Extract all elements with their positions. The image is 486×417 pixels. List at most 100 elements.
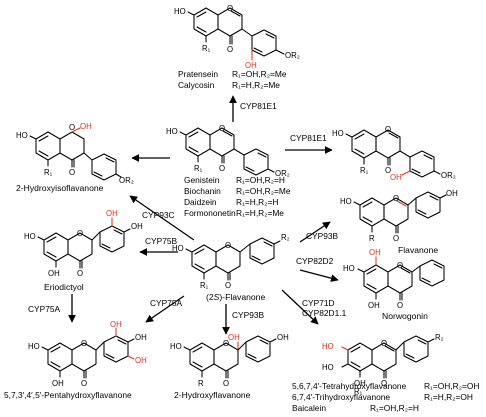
reaction-arrow bbox=[299, 269, 339, 282]
atom-label: O bbox=[225, 281, 231, 290]
enzyme-label: CYP93C bbox=[142, 210, 175, 220]
atom-label-red: OH bbox=[80, 122, 92, 131]
atom-label: R₁ bbox=[194, 164, 203, 173]
atom-label: O bbox=[225, 241, 231, 250]
atom-label: HO bbox=[28, 342, 40, 351]
atom-label: O bbox=[381, 339, 387, 348]
compound-subs: R₁=H,R₂=OH bbox=[424, 392, 473, 402]
atom-label: O bbox=[227, 4, 233, 13]
atom-label: R bbox=[369, 234, 375, 243]
compound-name: 2-Hydroxyflavanone bbox=[174, 390, 251, 400]
atom-label: OH bbox=[446, 189, 458, 198]
compound-subs: R₁=OH,R₂=H bbox=[236, 175, 285, 185]
enzyme-label: CYP71D bbox=[302, 298, 335, 308]
structure-pratensein bbox=[187, 7, 285, 61]
atom-label: OR₂ bbox=[119, 176, 134, 185]
structure-pentahydroxyflavanone bbox=[41, 327, 135, 379]
compound-subs: R₁=OH,R₂=H bbox=[370, 403, 419, 413]
compound-subs: R₁=H,R₂=Me bbox=[232, 80, 280, 90]
atom-label: OH bbox=[277, 333, 289, 342]
compound-name: Genistein bbox=[184, 175, 220, 185]
atom-label: HO bbox=[16, 131, 28, 140]
enzyme-label: CYP75A bbox=[150, 298, 183, 308]
atom-label: R bbox=[198, 379, 204, 388]
compound-name: Calycosin bbox=[178, 80, 215, 90]
atom-label: HO bbox=[170, 342, 182, 351]
structure-2-hydroxyisoflavanone bbox=[29, 127, 122, 181]
atom-label: OH bbox=[368, 301, 380, 310]
compound-name: 5,7,3′,4′,5′-Pentahydroxyflavanone bbox=[4, 390, 132, 400]
atom-label: O bbox=[397, 301, 403, 310]
compound-name: 6,7,4′-Trihydroxyflavanone bbox=[292, 392, 390, 402]
atom-label-red: OH bbox=[110, 320, 122, 329]
atom-label: OH bbox=[354, 379, 366, 388]
enzyme-label: CYP93B bbox=[306, 231, 339, 241]
atom-label: OH bbox=[135, 333, 147, 342]
structure-2-hydroxyflavanone bbox=[183, 335, 277, 379]
atom-label: O bbox=[385, 166, 391, 175]
enzyme-label: CYP75A bbox=[28, 304, 61, 314]
atom-label: O bbox=[393, 234, 399, 243]
compound-subs: R₁=H,R₂=H bbox=[236, 197, 278, 207]
atom-label: HO bbox=[166, 127, 178, 136]
compound-subs: R₁=H,R₂=Me bbox=[236, 208, 284, 218]
compound-name: Formononetin bbox=[184, 208, 236, 218]
reaction-arrow bbox=[281, 289, 319, 325]
atom-label: OH bbox=[48, 269, 60, 278]
atom-label: OR₂ bbox=[275, 169, 290, 178]
atom-label: O bbox=[81, 379, 87, 388]
compound-name: Flavanone bbox=[398, 245, 438, 255]
atom-label: OR₂ bbox=[285, 51, 300, 60]
atom-label-red: OH bbox=[245, 61, 257, 70]
enzyme-label: CYP82D1.1 bbox=[302, 308, 347, 318]
structure-norwogonin bbox=[357, 256, 445, 301]
reaction-arrow bbox=[145, 295, 185, 323]
atom-label: O bbox=[223, 379, 229, 388]
atom-label: HO bbox=[174, 7, 186, 16]
atom-label: O bbox=[385, 125, 391, 134]
enzyme-label: CYP93B bbox=[232, 310, 265, 320]
atom-label: OR₂ bbox=[441, 171, 456, 180]
atom-label: O bbox=[381, 379, 387, 388]
atom-label: O bbox=[69, 123, 75, 132]
atom-label: R₁ bbox=[360, 166, 369, 175]
atom-label: O bbox=[219, 124, 225, 133]
atom-label: R₁ bbox=[200, 281, 209, 290]
reaction-arrow bbox=[129, 195, 195, 241]
structure-flavanone-product bbox=[353, 191, 447, 234]
atom-label: O bbox=[77, 269, 83, 278]
atom-label: O bbox=[397, 261, 403, 270]
structure-isoflavone-center bbox=[179, 127, 275, 176]
compound-name: Pratensein bbox=[178, 69, 218, 79]
structure-baicalein-family bbox=[341, 335, 435, 379]
atom-label: O bbox=[219, 164, 225, 173]
atom-label: HO bbox=[343, 264, 355, 273]
atom-label: O bbox=[393, 194, 399, 203]
atom-label: HO bbox=[340, 197, 352, 206]
atom-label: R₁ bbox=[44, 168, 53, 177]
enzyme-label: CYP75B bbox=[145, 236, 178, 246]
atom-label: O bbox=[77, 229, 83, 238]
structure-isoflavone-right bbox=[345, 129, 441, 178]
atom-label-red: OH bbox=[228, 333, 240, 342]
atom-label: R₁ bbox=[354, 387, 363, 396]
atom-label: R₁ bbox=[202, 44, 211, 53]
enzyme-label: CYP82D2 bbox=[296, 256, 334, 266]
compound-name: 2-Hydroxyisoflavanone bbox=[16, 183, 104, 193]
atom-label-red: OH bbox=[106, 209, 118, 218]
atom-label: R₂ bbox=[435, 333, 444, 342]
reaction-arrow bbox=[299, 221, 331, 243]
compound-name: Biochanin bbox=[184, 186, 221, 196]
atom-label: R₂ bbox=[281, 233, 290, 242]
compound-subs: R₁=OH,R₂=Me bbox=[236, 186, 291, 196]
structure-eriodictyol bbox=[37, 217, 131, 269]
compound-name: Eriodictyol bbox=[44, 282, 84, 292]
atom-label: O bbox=[69, 168, 75, 177]
atom-label: HO bbox=[172, 244, 184, 253]
compound-name: Baicalein bbox=[292, 403, 326, 413]
atom-label: HO bbox=[322, 363, 334, 372]
atom-label: O bbox=[223, 339, 229, 348]
atom-label-red: OH bbox=[390, 173, 402, 182]
